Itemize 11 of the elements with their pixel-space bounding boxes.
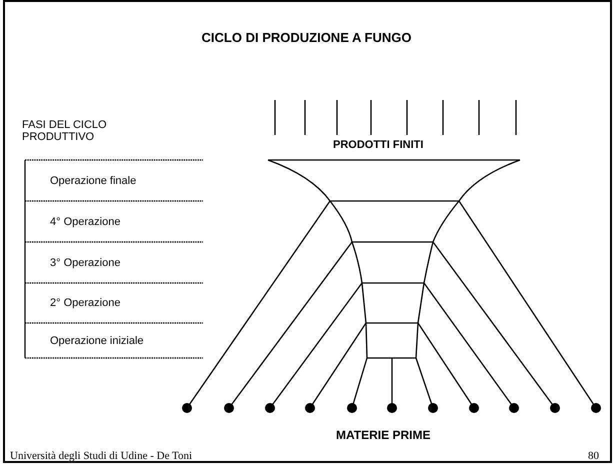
input-label: MATERIE PRIME: [336, 429, 430, 441]
phase-label: Operazione finale: [50, 175, 136, 187]
phase-label: 4° Operazione: [50, 216, 120, 228]
output-label: PRODOTTI FINITI: [333, 139, 424, 151]
phase-label: 2° Operazione: [50, 297, 120, 309]
diagram-title: CICLO DI PRODUZIONE A FUNGO: [200, 32, 412, 44]
column-heading: FASI DEL CICLO PRODUTTIVO: [22, 119, 108, 143]
footer-text: Università degli Studi di Udine - De Toni: [10, 450, 192, 462]
page-number: 80: [588, 450, 599, 462]
phase-label: 3° Operazione: [50, 257, 120, 269]
phase-label: Operazione iniziale: [50, 335, 144, 347]
